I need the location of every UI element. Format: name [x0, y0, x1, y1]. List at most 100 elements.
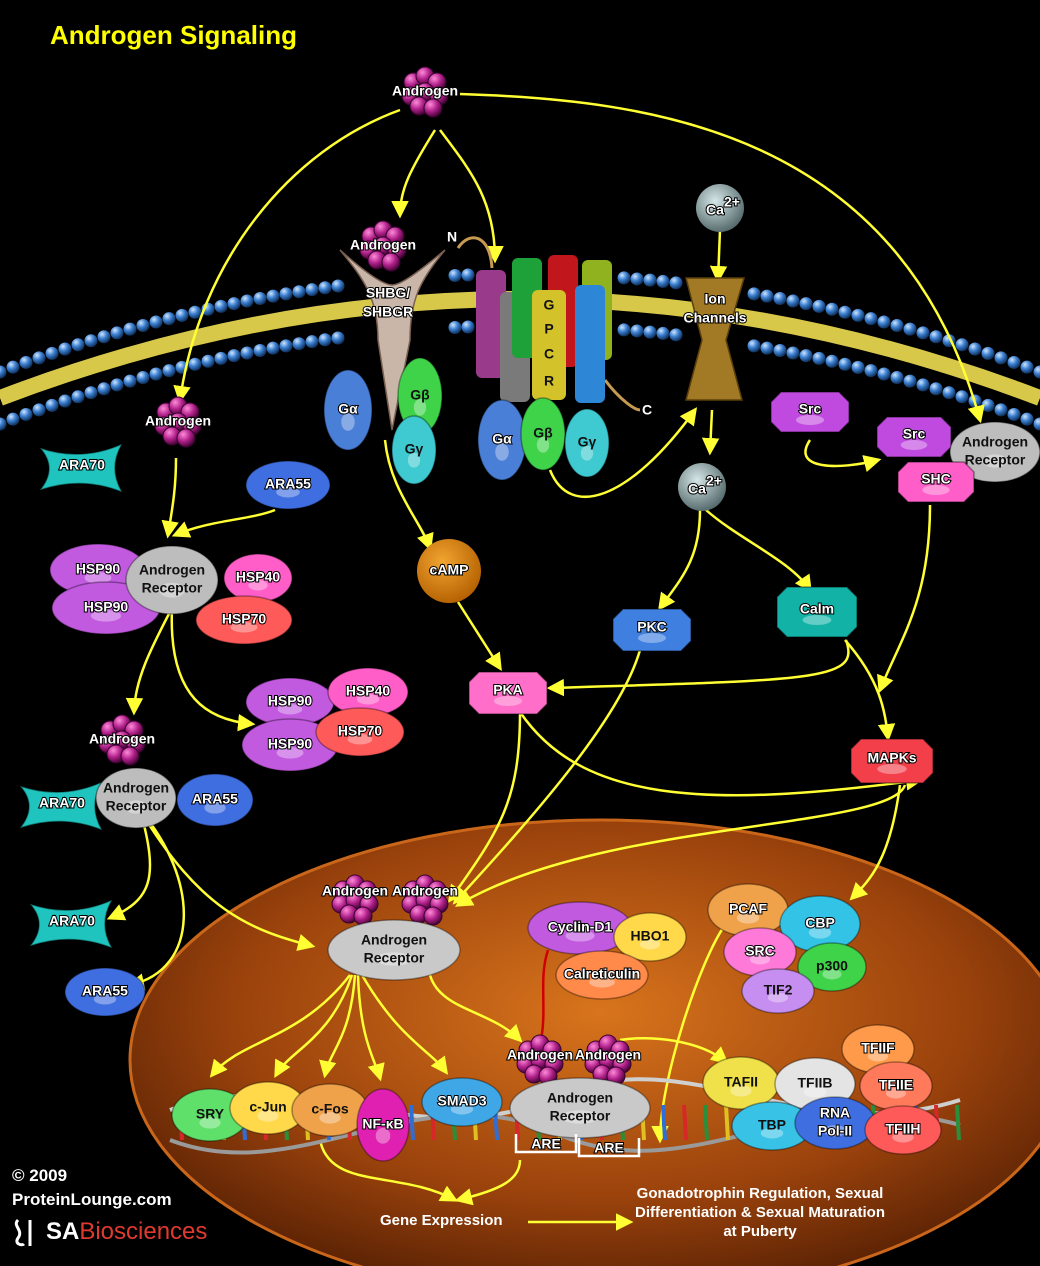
lipid-head-outer — [6, 360, 20, 374]
lipid-head-inner — [19, 407, 33, 421]
hsp40-a-highlight — [248, 579, 268, 591]
lipid-head-outer — [214, 299, 228, 313]
lipid-head-inner — [851, 360, 865, 374]
lipid-head-outer — [123, 322, 137, 336]
lipid-head-outer — [864, 312, 878, 326]
hsp70-b-shape — [315, 707, 405, 757]
androgen-shbg-label: Androgen — [350, 237, 416, 253]
lipid-head-inner — [1020, 412, 1034, 426]
hsp70-b: HSP70 — [315, 707, 405, 757]
lipid-head-outer — [136, 319, 150, 333]
brand-suffix: Biosciences — [79, 1218, 208, 1245]
lipid-head-inner — [45, 398, 59, 412]
androgen-receptor-complex-label: Androgen — [139, 562, 205, 578]
galpha-shbg-shape — [323, 369, 373, 451]
shbg-receptor: SHBG/ SHBGR — [339, 249, 446, 431]
are-element-b: ARE — [577, 1138, 641, 1158]
lipid-head-inner — [617, 323, 631, 337]
smad3-label: SMAD3 — [437, 1093, 486, 1109]
calreticulin: Calreticulin — [555, 950, 649, 1000]
pka-shape — [468, 671, 548, 715]
lipid-head-inner — [461, 320, 475, 334]
androgen-nuclear-b-label: Androgen — [392, 883, 458, 899]
p300-shape — [797, 942, 867, 992]
lipid-head-outer — [968, 342, 982, 356]
src-coactivator: SRC — [723, 927, 797, 977]
gpcr-letter-r: R — [544, 373, 554, 389]
lipid-head-inner — [240, 346, 254, 360]
androgen-nuclear-a: Androgen — [321, 874, 389, 926]
lipid-head-inner — [227, 349, 241, 363]
lipid-head-inner — [253, 344, 267, 357]
src-membrane-highlight — [795, 415, 825, 425]
gbeta-gpcr: Gβ — [520, 397, 566, 471]
rna-pol-ii-highlight — [823, 1125, 847, 1137]
pka-label: PKA — [493, 682, 523, 698]
cfos-label: c-Fos — [311, 1101, 349, 1117]
lipid-head-outer — [305, 283, 319, 297]
site-name[interactable]: ProteinLounge.com — [12, 1190, 172, 1209]
ggamma-shbg: Gγ — [391, 415, 437, 485]
tfiie: TFIIE — [859, 1061, 933, 1111]
lipid-head-inner — [331, 331, 345, 345]
tfiih-highlight — [892, 1131, 914, 1143]
gbeta-gpcr-shape — [520, 397, 566, 471]
tfiih-label: TFIIH — [886, 1121, 921, 1137]
lipid-head-outer — [760, 289, 774, 303]
lipid-head-inner — [97, 382, 111, 396]
lipid-head-outer — [1020, 360, 1034, 374]
androgen-receptor-dna-highlight — [560, 1110, 600, 1124]
lipid-head-outer — [240, 294, 254, 308]
androgen-nuclear-b-molecule — [423, 906, 443, 926]
ara70-mid-shape — [17, 780, 104, 832]
androgen-dna-b: Androgen — [574, 1034, 642, 1086]
nfkb-shape — [356, 1088, 410, 1162]
androgen-left-molecule — [176, 428, 196, 448]
galpha-gpcr-label: Gα — [492, 431, 512, 447]
hsp70-a-shape — [195, 595, 293, 645]
lipid-head-outer — [799, 297, 813, 311]
tif2: TIF2 — [741, 968, 815, 1014]
lipid-head-outer — [656, 274, 670, 288]
dna-base-pair — [661, 1104, 667, 1141]
calm-shape — [776, 586, 858, 638]
hbo1-highlight — [639, 938, 661, 950]
hsp90-d-highlight — [276, 747, 304, 759]
lipid-head-inner — [1033, 417, 1040, 431]
lipid-head-outer — [747, 287, 761, 301]
ion-channel-label-1: Ion — [705, 291, 726, 307]
lipid-head-outer — [162, 312, 176, 326]
calm: Calm — [776, 586, 858, 638]
lipid-head-outer — [1033, 365, 1040, 379]
are-element-b-bracket — [577, 1138, 641, 1158]
calcium-inside-label: Ca — [688, 481, 706, 497]
sry-label: SRY — [196, 1106, 225, 1122]
tif2-shape — [741, 968, 815, 1014]
gbeta-gpcr-highlight — [536, 436, 550, 453]
lipid-head-inner — [656, 326, 670, 340]
shbg-label-1: SHBG/ — [366, 285, 410, 301]
hsp90-a: HSP90 — [49, 543, 147, 597]
lipid-head-outer — [630, 272, 644, 286]
cyclin-d1: Cyclin-D1 — [527, 901, 633, 955]
lipid-head-outer — [461, 268, 475, 282]
lipid-head-outer — [71, 338, 85, 352]
hsp40-b-highlight — [356, 693, 380, 705]
hbo1-shape — [613, 912, 687, 962]
lipid-head-outer — [84, 334, 98, 348]
lipid-head-inner — [84, 386, 98, 400]
hsp70-a-label: HSP70 — [222, 611, 267, 627]
lipid-head-outer — [279, 287, 293, 301]
lipid-head-outer — [97, 330, 111, 344]
dna-base-pair — [682, 1104, 688, 1141]
androgen-receptor-nuclear-highlight — [375, 952, 413, 966]
galpha-shbg: Gα — [323, 369, 373, 451]
brand-prefix: SA — [46, 1218, 80, 1245]
ara70-low: ARA70 — [27, 898, 114, 950]
lipid-head-inner — [929, 382, 943, 396]
galpha-gpcr-highlight — [495, 443, 509, 461]
calcium-outside-charge: 2+ — [724, 194, 740, 210]
lipid-head-inner — [916, 378, 930, 392]
